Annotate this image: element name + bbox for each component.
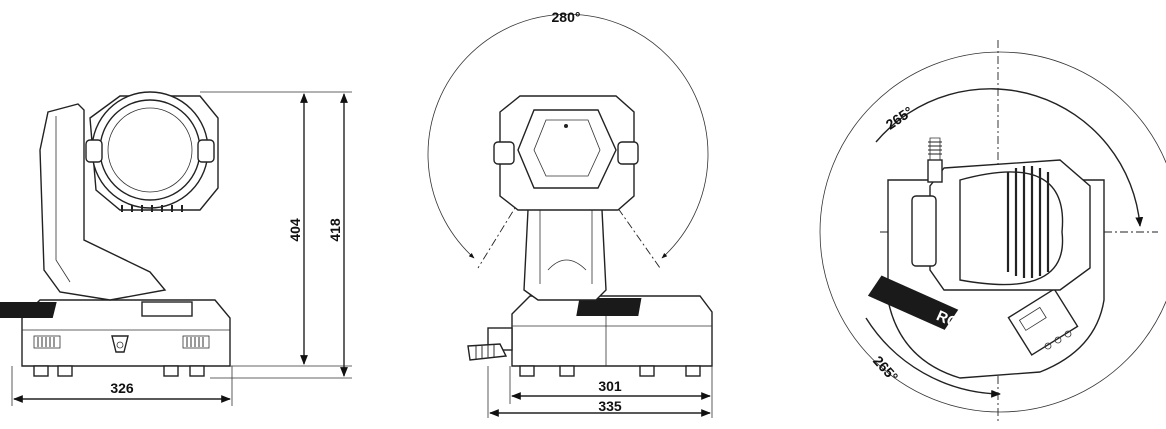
side-width-label: 326 — [110, 380, 134, 396]
side-view: ROBE — [0, 91, 352, 406]
tilt-range-arc — [427, 13, 709, 259]
side-head — [85, 91, 219, 212]
side-height-total-label: 418 — [327, 218, 343, 242]
top-head — [911, 159, 1091, 291]
side-brand-logo: ROBE — [0, 302, 115, 318]
front-width-body-label: 301 — [598, 378, 622, 394]
svg-text:ROBE: ROBE — [80, 304, 115, 318]
pan-angle-bottom-label: 265° — [870, 353, 901, 385]
top-cable-gland — [927, 137, 943, 183]
front-view: ROBE 280° 301 335 — [427, 9, 713, 418]
front-base — [467, 295, 713, 377]
side-yoke-arm — [39, 103, 167, 301]
tilt-angle-label: 280° — [552, 9, 581, 25]
side-dimensions — [11, 91, 352, 406]
front-head — [493, 95, 639, 211]
pan-range-circle — [819, 51, 1166, 413]
top-view: ROBE 265° 265° — [819, 40, 1166, 424]
side-base — [21, 299, 231, 377]
front-dimensions — [487, 366, 713, 418]
svg-text:ROBE: ROBE — [640, 301, 675, 315]
front-brand-logo: ROBE — [576, 298, 675, 316]
pan-angle-top-label: 265° — [883, 103, 916, 132]
front-width-total-label: 335 — [598, 398, 622, 414]
side-height-main-label: 404 — [287, 218, 303, 242]
